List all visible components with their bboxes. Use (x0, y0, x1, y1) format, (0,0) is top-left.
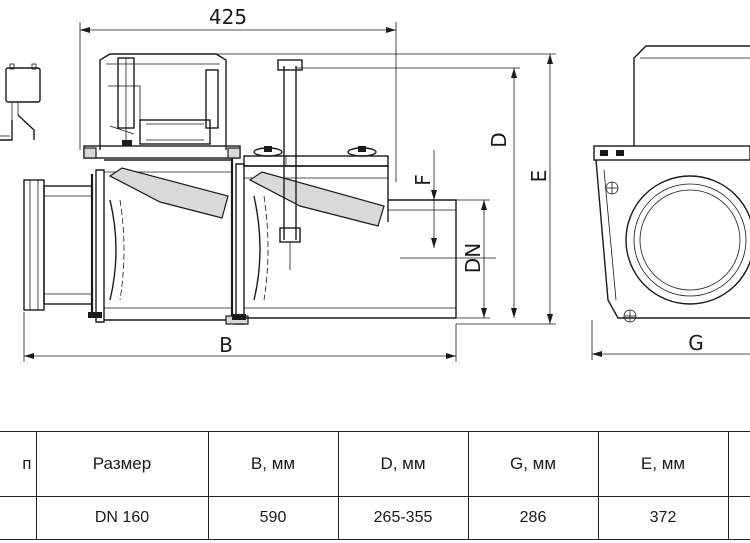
spec-cell: 286 (467, 496, 599, 540)
spec-header-cell: G, мм (467, 431, 599, 497)
spec-cell: 372 (597, 496, 729, 540)
dimension-425-label: 425 (209, 5, 247, 29)
dimension-F-label: F (411, 174, 435, 186)
spec-header-cell: E, мм (597, 431, 729, 497)
spec-header-cell (727, 431, 750, 497)
table-row: DN 160 590 265-355 286 372 (0, 496, 750, 540)
spec-header-cell: D, мм (337, 431, 469, 497)
dimension-D-label: D (487, 132, 511, 147)
dimension-E: E (216, 53, 556, 325)
dimension-DN: DN (400, 199, 496, 319)
valve-technical-drawing: 425 (0, 5, 750, 362)
spec-header-cell: Размер (35, 431, 209, 497)
control-unit-sketch (0, 63, 41, 141)
dimension-G-label: G (688, 331, 704, 355)
spec-cell: 590 (207, 496, 339, 540)
valve-front-view (593, 45, 750, 323)
manual-control (243, 59, 389, 270)
dimension-B-label: B (219, 333, 233, 357)
spec-cell: 265-355 (337, 496, 469, 540)
dimension-DN-label: DN (461, 243, 485, 273)
dimension-G: G (591, 320, 750, 360)
spec-header-cell: B, мм (207, 431, 339, 497)
dimension-B: B (23, 312, 457, 362)
dimension-F: F (388, 150, 440, 248)
spec-cell: DN 160 (35, 496, 209, 540)
spec-cell (727, 496, 750, 540)
spec-table: п Размер B, мм D, мм G, мм E, мм DN 160 … (0, 431, 750, 540)
spec-cell (0, 496, 37, 540)
valve-side-view (23, 158, 457, 325)
dimension-425: 425 (79, 5, 397, 182)
dimension-E-label: E (527, 170, 551, 183)
spec-header-cell: п (0, 431, 37, 497)
dimension-D: D (296, 67, 520, 318)
spec-table-header-row: п Размер B, мм D, мм G, мм E, мм (0, 431, 750, 497)
actuator-housing (83, 53, 241, 159)
